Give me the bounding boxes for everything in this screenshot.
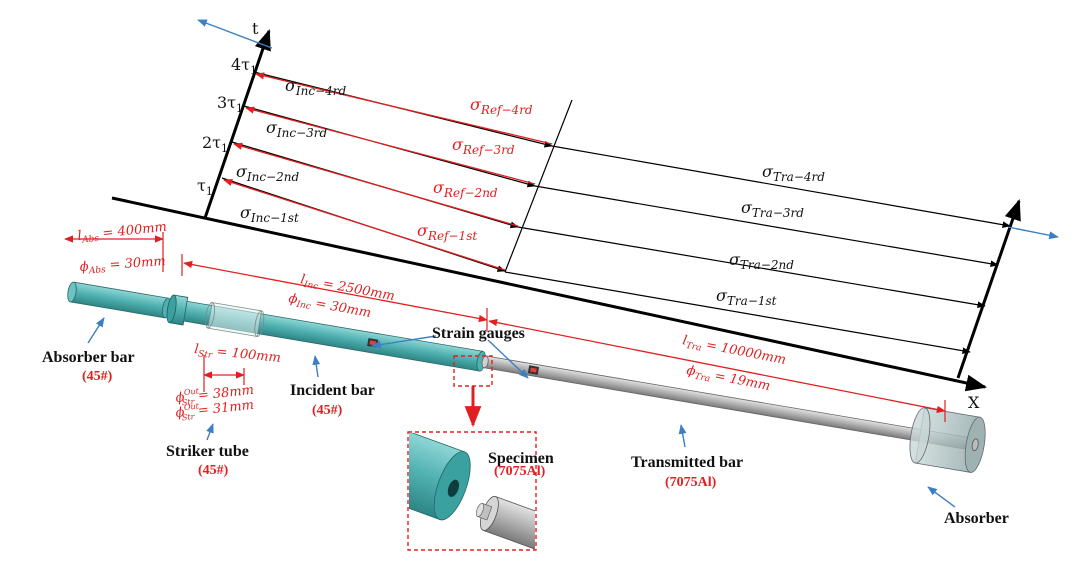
specimen-inset (407, 355, 537, 551)
reflected-wave-line-4 (255, 72, 553, 145)
striker-tube-label: Striker tube (166, 443, 249, 460)
phi-abs-label: ϕAbs = 30mm (79, 254, 166, 277)
time-tick-2: 2τ1 (202, 133, 228, 155)
striker-tube (205, 302, 265, 337)
x-direction-arrow (1007, 226, 1059, 240)
transmitted-bar-label: Transmitted bar (631, 454, 743, 471)
phi-str-out-label: ϕOutStr = 38mm (175, 381, 255, 408)
absorber-bar-material: (45#) (82, 369, 113, 384)
specimen-material: (7075Al) (494, 464, 546, 479)
reflected-wave-label-1: σRef−1st (417, 221, 477, 243)
transmitted-wave-line-3 (534, 185, 999, 268)
striker-tube-material: (45#) (198, 463, 229, 478)
time-tick-1: τ1 (197, 176, 213, 198)
absorber-bar-pointer (87, 317, 105, 344)
xt-diagram: t X 4τ1 3τ1 2τ1 τ1 σInc−1st σInc−2nd σIn… (111, 19, 1059, 412)
time-tick-3: 3τ1 (217, 93, 243, 115)
l-str-label: lStr = 100mm (193, 342, 281, 368)
t-axis (203, 29, 271, 219)
reflected-wave-line-3 (245, 106, 536, 185)
transmitted-wave-label-3: σTra−3rd (741, 198, 804, 220)
transmitted-bar-material: (7075Al) (665, 475, 717, 490)
time-tick-4: 4τ1 (231, 55, 257, 77)
incident-bar-pointer (312, 355, 321, 378)
strain-gauge-pointer-2 (487, 339, 529, 379)
x-axis-label: X (968, 393, 980, 412)
pointers (87, 317, 956, 508)
absorber-pointer (927, 486, 956, 508)
l-tra-dim-line (488, 319, 946, 413)
component-labels: Absorber bar (45#) Striker tube (45#) In… (42, 325, 1009, 527)
incident-wave-label-2: σInc−2nd (236, 162, 300, 184)
specimen-label: Specimen (488, 450, 554, 467)
phi-str-in-label: ϕOutStr = 31mm (175, 396, 255, 423)
transmitted-wave-label-2: σTra−2nd (729, 250, 794, 272)
absorber-bar-label: Absorber bar (42, 349, 135, 366)
transmitted-wave-label-4: σTra−4rd (762, 162, 825, 184)
transmitted-wave-line-2 (517, 226, 986, 309)
incident-bar-material: (45#) (312, 403, 343, 418)
reflected-wave-line-2 (233, 142, 519, 227)
incident-wave-label-4: σInc−4rd (285, 76, 347, 98)
strain-gauge-pointer-1 (371, 335, 437, 349)
t-direction-arrow (197, 19, 273, 49)
incident-wave-label-1: σInc−1st (240, 203, 299, 225)
incident-wave-label-3: σInc−3rd (266, 118, 328, 140)
reflected-wave-label-4: σRef−4rd (470, 95, 533, 117)
reflected-wave-label-2: σRef−2nd (433, 178, 498, 200)
transmitted-bar-pointer (678, 424, 687, 448)
t-axis-label: t (252, 19, 259, 38)
transmitted-wave-line-4 (551, 145, 1011, 229)
absorber-label: Absorber (944, 510, 1009, 527)
absorber-bar (67, 281, 172, 319)
absorber (909, 407, 986, 473)
incident-bar-label: Incident bar (290, 382, 375, 399)
striker-tube-pointer (206, 423, 214, 441)
transmitted-wave-label-1: σTra−1st (716, 286, 777, 308)
transmitted-wave-line-1 (504, 271, 971, 355)
l-abs-label: lAbs = 400mm (77, 220, 168, 246)
reflected-wave-line-1 (223, 179, 506, 271)
l-inc-dim-line (183, 260, 488, 323)
reflected-wave-label-3: σRef−3rd (452, 135, 515, 157)
strain-gauges-label: Strain gauges (432, 325, 525, 342)
